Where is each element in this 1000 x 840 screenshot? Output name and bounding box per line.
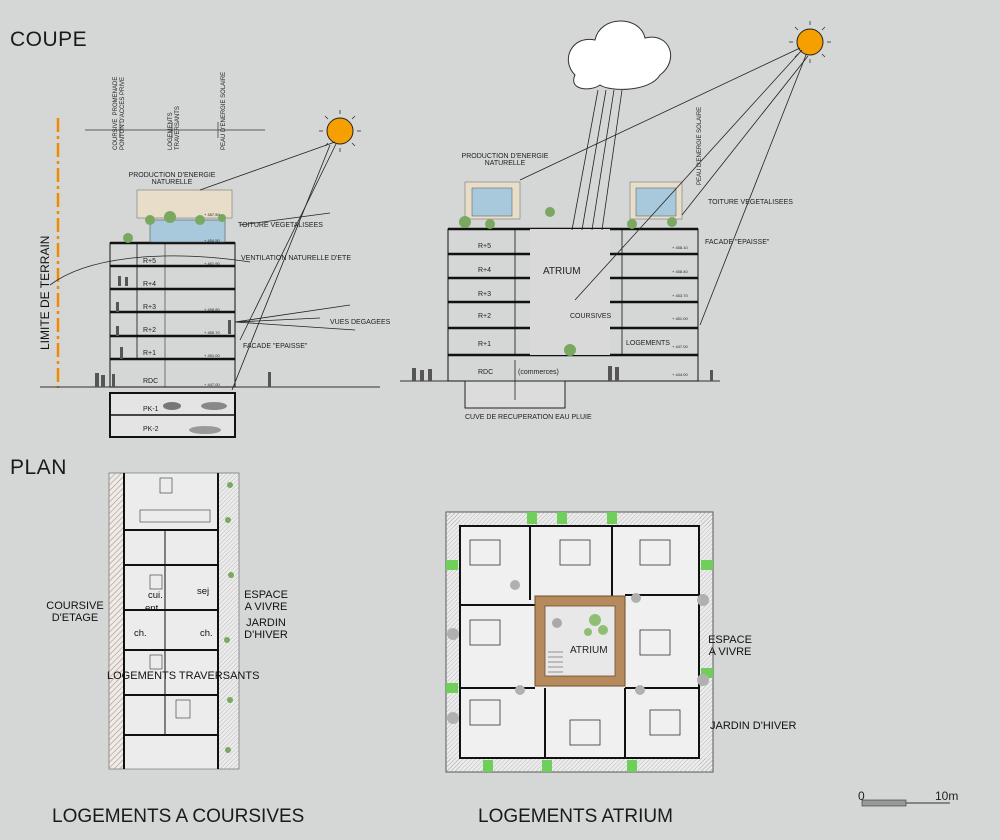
room-ent: ent. [145, 603, 161, 614]
floor-r1-right: R+1 [478, 341, 492, 348]
level-left-2: + 461.90 [204, 261, 220, 266]
caption-coursives: LOGEMENTS A COURSIVES [52, 806, 305, 827]
level-left-6: + 447.00 [204, 382, 220, 387]
floor-r5-right: R+5 [478, 243, 492, 250]
level-right-2: + 453.70 [672, 293, 688, 298]
coursives-label: COURSIVES [570, 313, 612, 320]
header-label-coursive: COURSIVE PROMENADE PONTON D'ACCES PRIVE [113, 76, 126, 150]
header-label-peau-right: PEAU D'ENERGIE SOLAIRE [697, 106, 703, 185]
vues-label: VUES DEGAGEES [330, 319, 391, 326]
level-left-0: + 457.50 [204, 212, 220, 217]
right-section-drawing [400, 20, 831, 409]
toiture-label-right: TOITURE VEGETALISEES [708, 199, 793, 206]
level-right-4: + 447.00 [672, 344, 688, 349]
espace-vivre-left-label: ESPACE A VIVRE [244, 589, 288, 613]
header-label-logements: LOGEMENTS TRAVERSANTS [168, 106, 181, 150]
floor-r2-right: R+2 [478, 313, 492, 320]
room-ch-1: ch. [134, 628, 147, 639]
coupe-title: COUPE [10, 28, 88, 51]
floor-r4-left: R+4 [143, 281, 157, 288]
cuve-label: CUVE DE RECUPERATION EAU PLUIE [465, 414, 592, 421]
level-left-5: + 451.00 [204, 353, 220, 358]
scale-zero: 0 [858, 789, 865, 803]
header-label-peau: PEAU D'ENERGIE SOLAIRE [221, 71, 227, 150]
level-right-0: + 458.10 [672, 245, 688, 250]
level-left-4: + 455.70 [204, 330, 220, 335]
jardin-hiver-right-label: JARDIN D'HIVER [710, 720, 797, 732]
espace-vivre-right-label: ESPACE A VIVRE [708, 634, 752, 658]
toiture-label-left: TOITURE VEGETALISEES [238, 222, 323, 229]
logements-section-label: LOGEMENTS [626, 340, 670, 347]
level-right-5: + 444.00 [672, 372, 688, 377]
floor-r2-left: R+2 [143, 327, 157, 334]
floor-r4-right: R+4 [478, 267, 492, 274]
floor-r3-right: R+3 [478, 291, 492, 298]
jardin-hiver-left-label: JARDIN D'HIVER [244, 617, 288, 641]
atrium-section-label: ATRIUM [543, 266, 581, 277]
production-label-left: PRODUCTION D'ENERGIE NATURELLE [128, 172, 216, 186]
scale-ten: 10m [935, 789, 959, 803]
floor-pk1-left: PK-1 [143, 406, 159, 413]
level-right-3: + 451.00 [672, 316, 688, 321]
left-plan-drawing [108, 472, 950, 807]
floor-r5-left: R+5 [143, 258, 157, 265]
level-right-1: + 458.40 [672, 269, 688, 274]
logements-traversants-label: LOGEMENTS TRAVERSANTS [107, 670, 260, 682]
right-plan-drawing [445, 511, 714, 773]
floor-rdc-left: RDC [143, 378, 159, 385]
commerces-label: (commerces) [518, 369, 559, 376]
facade-label-right: FACADE "EPAISSE" [705, 239, 770, 246]
room-cui: cui. [148, 590, 163, 601]
floor-r1-left: R+1 [143, 350, 157, 357]
plan-title: PLAN [10, 456, 67, 479]
level-left-1: + 454.50 [204, 238, 220, 243]
facade-label-left: FACADE "EPAISSE" [243, 343, 308, 350]
caption-atrium: LOGEMENTS ATRIUM [478, 806, 673, 827]
atrium-plan-label: ATRIUM [570, 645, 608, 656]
limite-terrain-label: LIMITE DE TERRAIN [38, 235, 52, 350]
level-left-3: + 458.80 [204, 307, 220, 312]
left-section-drawing [40, 110, 380, 438]
ventilation-label: VENTILATION NATURELLE D'ETE [241, 255, 351, 262]
production-label-right: PRODUCTION D'ENERGIE NATURELLE [461, 153, 549, 167]
coursive-etage-label: COURSIVE D'ETAGE [46, 600, 104, 624]
room-ch-2: ch. [200, 628, 213, 639]
floor-rdc-right: RDC [478, 369, 494, 376]
floor-pk2-left: PK-2 [143, 426, 159, 433]
floor-r3-left: R+3 [143, 304, 157, 311]
room-sej: sej [197, 586, 210, 597]
